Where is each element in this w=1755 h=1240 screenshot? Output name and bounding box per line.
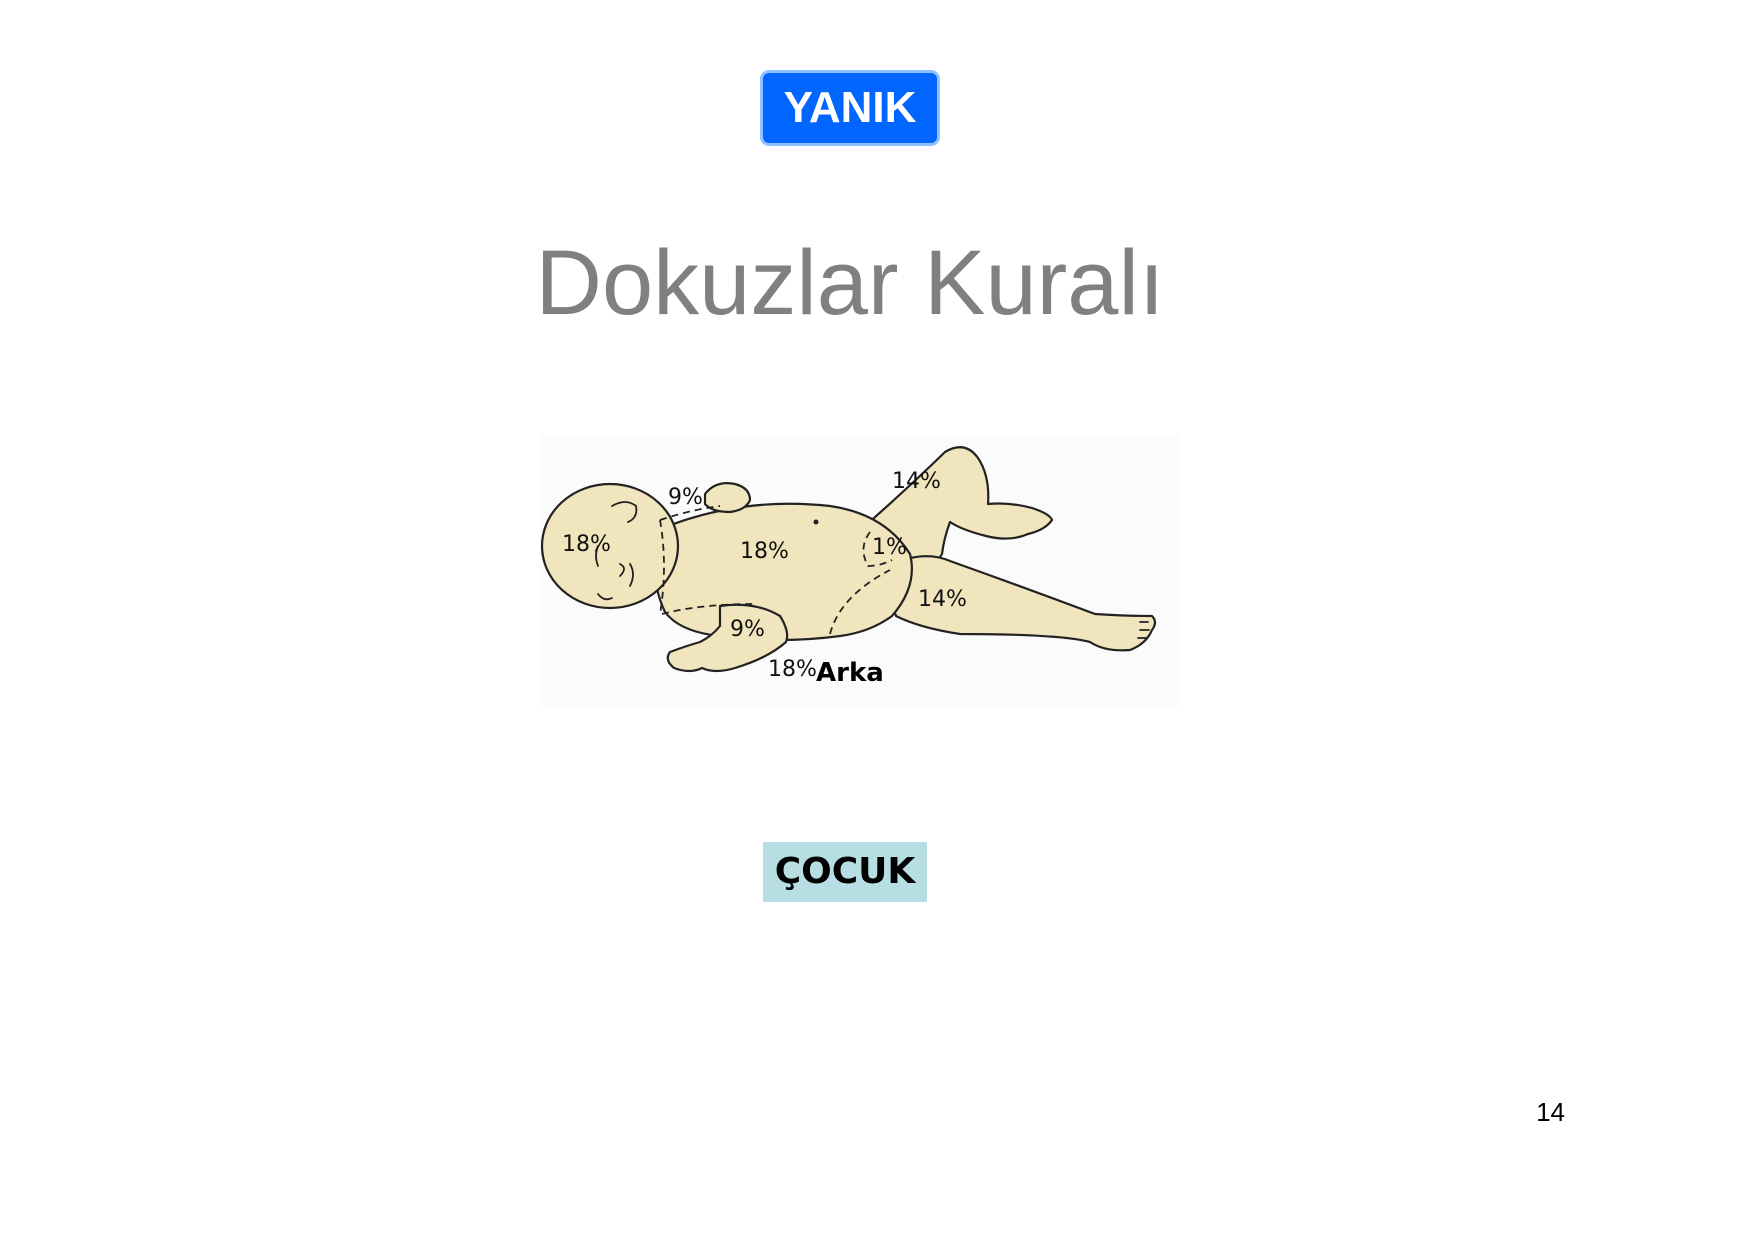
hip-boundary bbox=[829, 569, 891, 635]
slide-title: Dokuzlar Kuralı bbox=[535, 232, 1165, 334]
eye-mark bbox=[595, 545, 599, 567]
genital-boundary bbox=[862, 531, 893, 567]
label-arm-bottom: 9% bbox=[730, 617, 765, 642]
label-leg-top: 14% bbox=[892, 469, 941, 494]
child-figure-illustration: 18% 9% 18% 14% 1% 14% 9% 18% Arka bbox=[540, 446, 1157, 688]
nose-mark bbox=[619, 563, 625, 577]
body-diagram: 18% 9% 18% 14% 1% 14% 9% 18% Arka bbox=[540, 436, 1180, 706]
label-back: 18% bbox=[768, 657, 817, 682]
label-arm-top: 9% bbox=[668, 485, 703, 510]
label-leg-bottom: 14% bbox=[918, 587, 967, 612]
extended-leg-shape bbox=[878, 555, 1157, 652]
upper-hand-shape bbox=[703, 482, 752, 514]
section-badge: YANIK bbox=[760, 70, 940, 146]
navel-mark bbox=[813, 519, 819, 525]
mouth-mark bbox=[629, 563, 634, 587]
arm-boundary bbox=[661, 603, 756, 615]
label-back-word: Arka bbox=[816, 658, 884, 688]
lower-arm-shape bbox=[666, 603, 789, 673]
shoulder-boundary bbox=[659, 505, 721, 521]
head-shape bbox=[540, 482, 680, 610]
ear-shape bbox=[611, 501, 638, 523]
label-genital: 1% bbox=[872, 535, 907, 560]
label-head: 18% bbox=[562, 532, 611, 557]
child-tag: ÇOCUK bbox=[763, 842, 927, 902]
chin-mark bbox=[597, 593, 613, 601]
toes-mark bbox=[1137, 621, 1150, 639]
page-number: 14 bbox=[1536, 1097, 1565, 1127]
label-trunk: 18% bbox=[740, 539, 789, 564]
torso-shape bbox=[653, 502, 913, 642]
neck-boundary bbox=[659, 519, 665, 615]
